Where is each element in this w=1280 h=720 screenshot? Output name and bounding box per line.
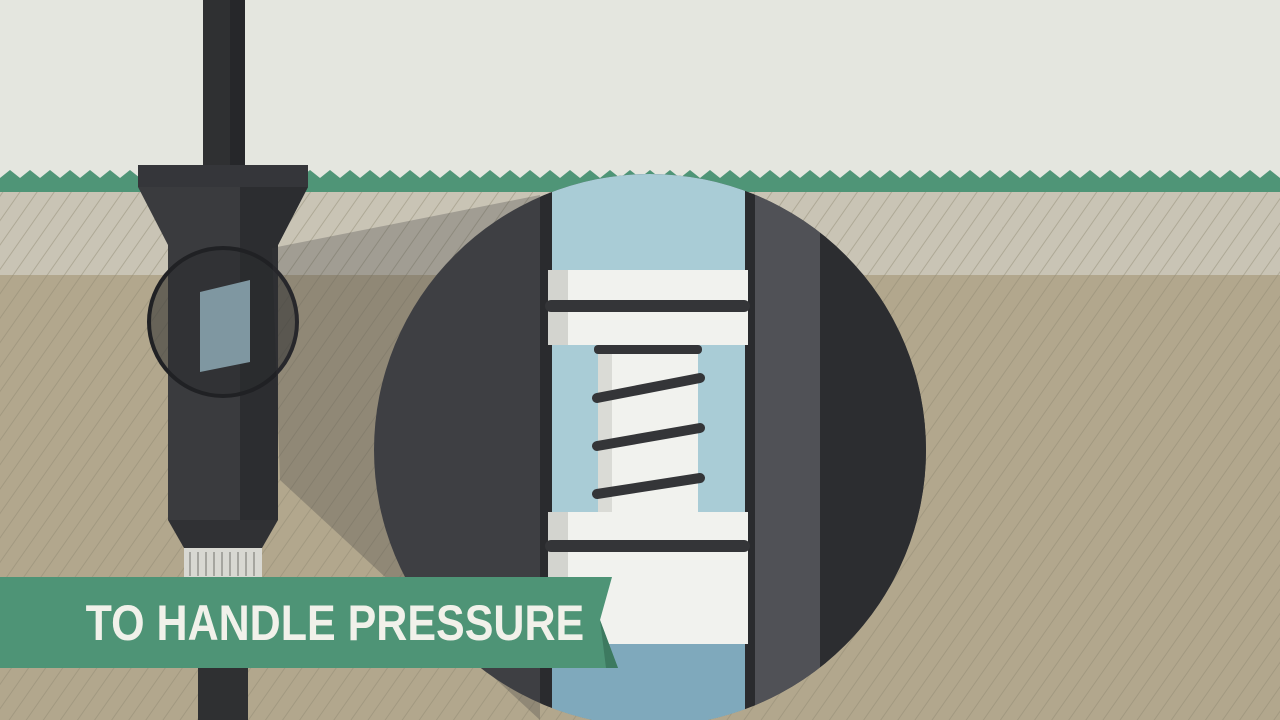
sky-background (0, 0, 1280, 185)
caption-text: ERED TO HANDLE PRESSURE (85, 595, 585, 651)
small-magnifier-illustration (147, 246, 299, 398)
caption-banner (0, 577, 618, 668)
